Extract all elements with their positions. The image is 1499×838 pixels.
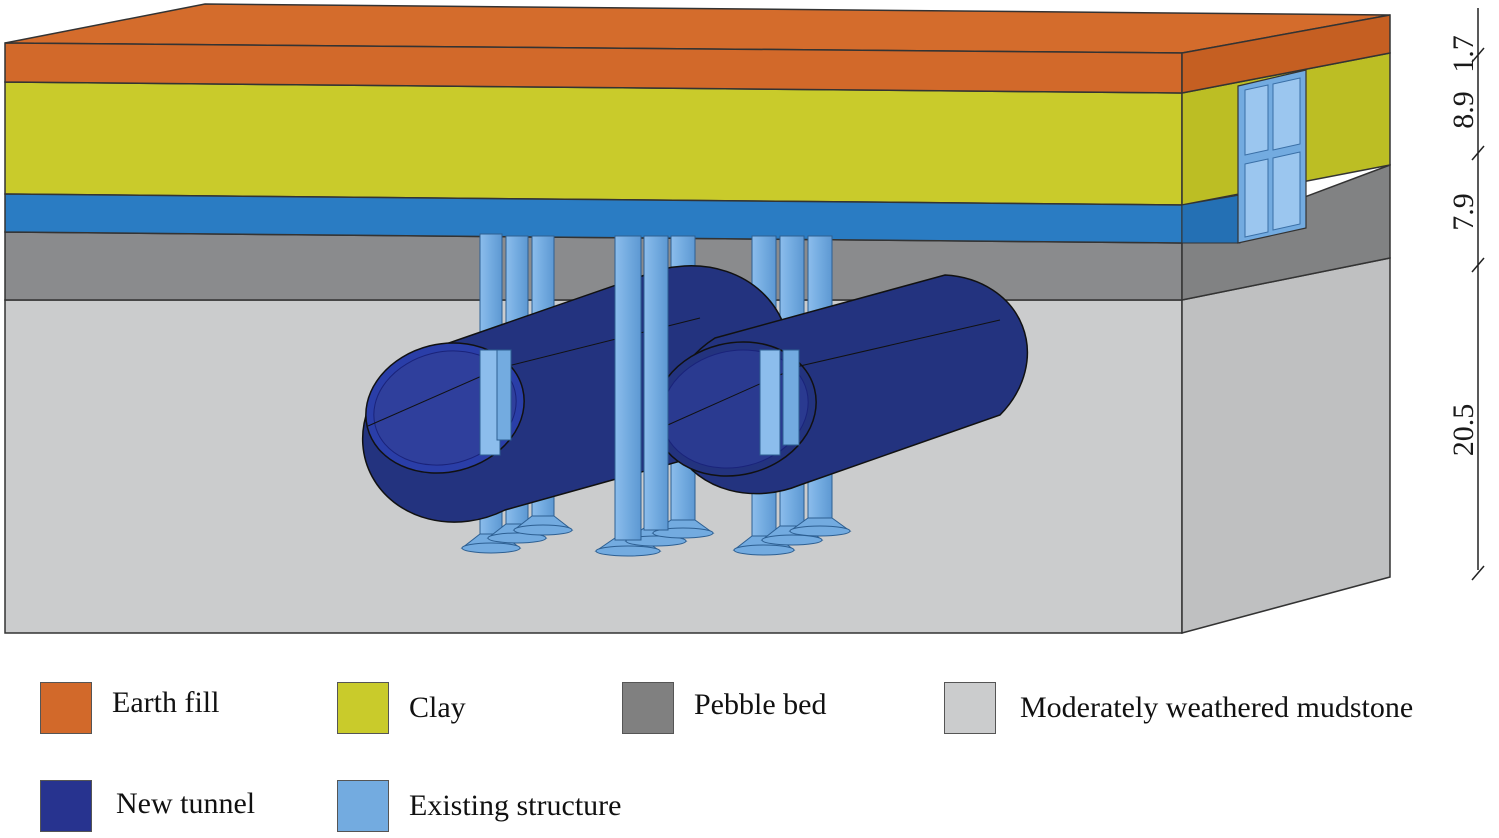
dimension-line bbox=[1471, 8, 1485, 581]
box-culvert bbox=[1237, 69, 1307, 244]
clay-swatch bbox=[337, 682, 389, 734]
pile-footings bbox=[460, 515, 852, 557]
legend: Earth fill Clay Pebble bed Moderately we… bbox=[0, 650, 1499, 838]
mudstone-swatch bbox=[944, 682, 996, 734]
dimension-labels: 1.7 8.9 7.9 20.5 bbox=[1447, 35, 1480, 456]
dim-pebble-bed: 7.9 bbox=[1447, 193, 1480, 231]
pile-group-front bbox=[479, 235, 800, 541]
model-3d-diagram: 1.7 8.9 7.9 20.5 bbox=[4, 3, 1485, 634]
legend-label-earth-fill: Earth fill bbox=[112, 686, 220, 719]
new-tunnel-swatch bbox=[40, 780, 92, 832]
pebble-bed-swatch bbox=[622, 682, 674, 734]
existing-structure-swatch bbox=[337, 780, 389, 832]
dim-clay: 8.9 bbox=[1447, 91, 1480, 129]
legend-label-mudstone: Moderately weathered mudstone bbox=[1020, 691, 1414, 724]
dim-earth-fill: 1.7 bbox=[1447, 35, 1480, 73]
legend-label-pebble-bed: Pebble bed bbox=[694, 688, 827, 721]
legend-label-existing-structure: Existing structure bbox=[409, 789, 622, 822]
legend-label-clay: Clay bbox=[409, 691, 466, 724]
legend-item-mudstone: Moderately weathered mudstone bbox=[944, 678, 1413, 738]
dim-mudstone: 20.5 bbox=[1447, 404, 1480, 457]
earth-fill-swatch bbox=[40, 682, 92, 734]
legend-item-clay: Clay bbox=[337, 678, 466, 738]
legend-item-new-tunnel: New tunnel bbox=[40, 776, 255, 836]
earth-fill-layer bbox=[4, 3, 1391, 94]
raft-slab bbox=[4, 193, 1241, 244]
legend-item-pebble-bed: Pebble bed bbox=[622, 678, 826, 738]
legend-item-existing-structure: Existing structure bbox=[337, 776, 621, 836]
legend-item-earth-fill: Earth fill bbox=[40, 678, 219, 738]
legend-label-new-tunnel: New tunnel bbox=[116, 787, 256, 820]
